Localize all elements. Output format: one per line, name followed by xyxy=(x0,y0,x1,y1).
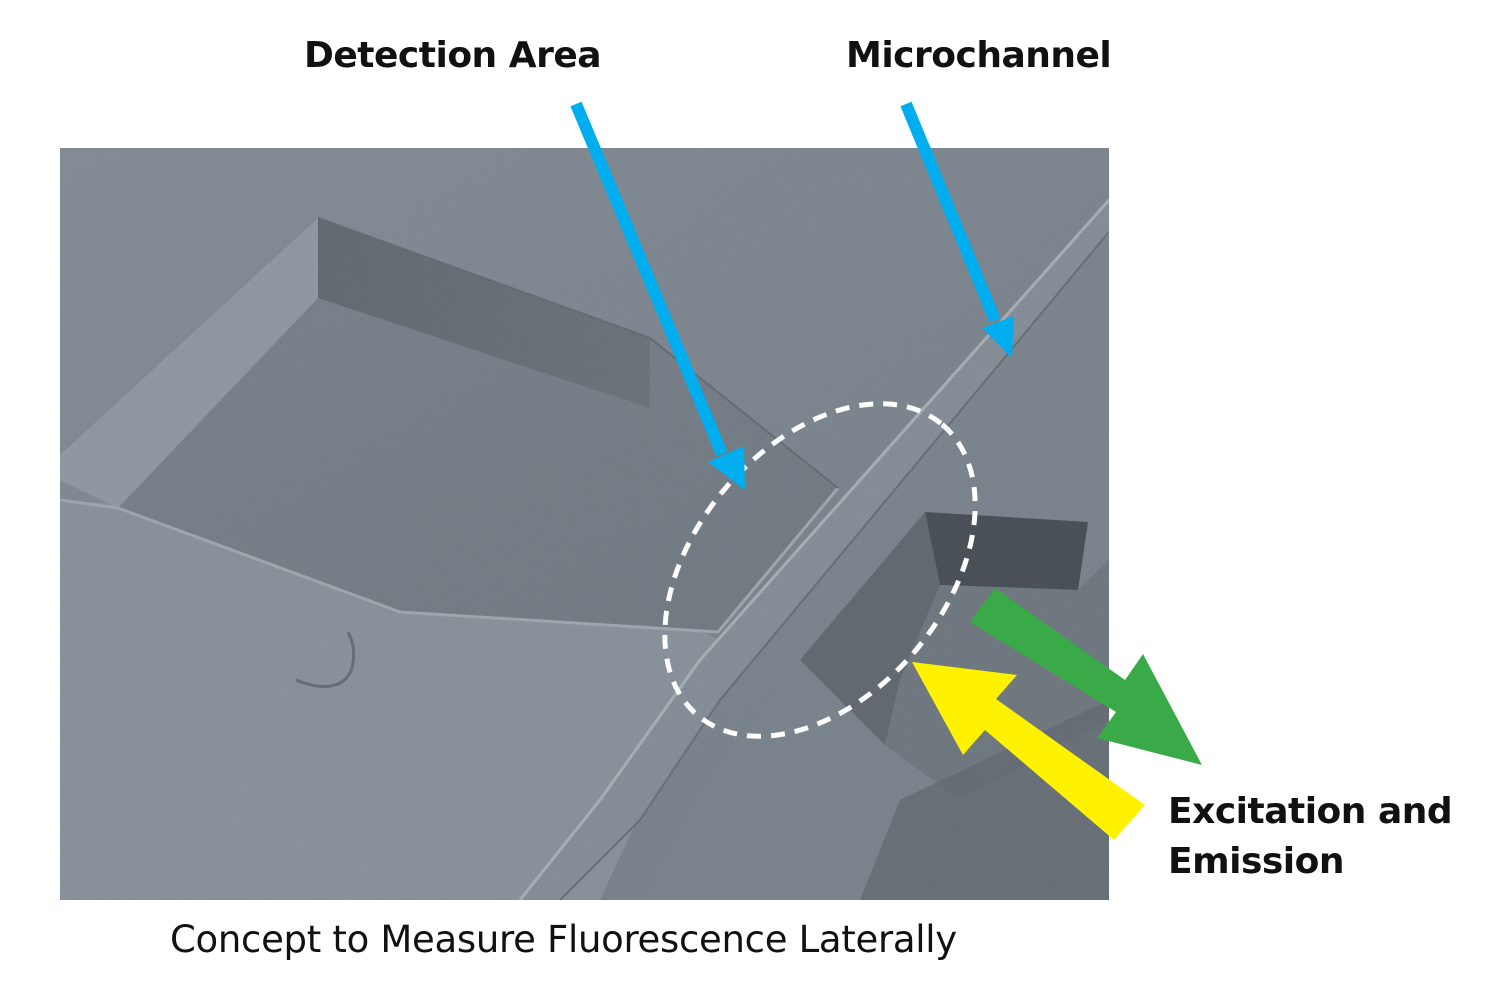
detection-area-pointer-arrow xyxy=(570,101,745,490)
sem-photo xyxy=(60,148,1109,900)
detection-area-outline xyxy=(662,401,978,739)
emission-arrow xyxy=(970,588,1202,765)
excitation-label-line2: Emission xyxy=(1168,841,1345,882)
excitation-emission-label: Excitation and Emission xyxy=(1168,787,1453,887)
figure-caption: Concept to Measure Fluorescence Laterall… xyxy=(170,918,957,961)
detection-area-label: Detection Area xyxy=(304,35,602,76)
excitation-label-line1: Excitation and xyxy=(1168,791,1453,832)
microchannel-label: Microchannel xyxy=(846,35,1112,76)
excitation-arrow xyxy=(912,662,1145,840)
microchannel-pointer-arrow xyxy=(900,101,1014,358)
